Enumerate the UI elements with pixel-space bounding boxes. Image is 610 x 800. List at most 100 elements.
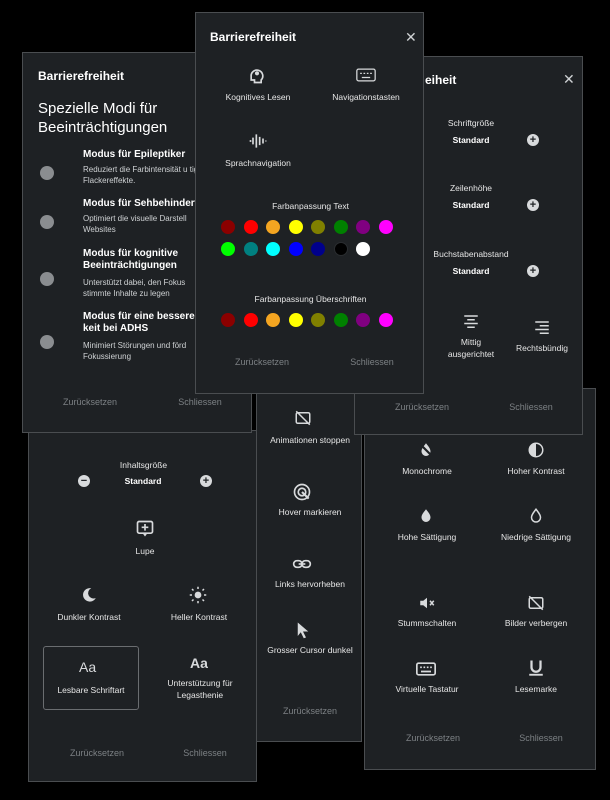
font-size-label: Schriftgröße xyxy=(447,118,495,128)
typography-close-button[interactable]: Schliessen xyxy=(509,402,553,412)
text-color-swatch-5[interactable] xyxy=(311,220,325,234)
voice-navigation-icon xyxy=(248,131,268,151)
heading-color-swatch-5[interactable] xyxy=(311,313,325,327)
item-mute[interactable]: Stummschalten xyxy=(397,618,457,628)
text-color-swatch-10[interactable] xyxy=(243,242,258,256)
dyslexia-font-icon: Aa xyxy=(190,655,208,671)
item-readable-font[interactable]: Lesbare Schriftart xyxy=(57,685,125,695)
item-cognitive-reading[interactable]: Kognitives Lesen xyxy=(225,92,291,102)
right-bottom-reset-button[interactable]: Zurücksetzen xyxy=(405,733,461,743)
line-height-label: Zeilenhöhe xyxy=(449,183,493,193)
hide-images-icon xyxy=(527,594,545,612)
typography-reset-button[interactable]: Zurücksetzen xyxy=(394,402,450,412)
item-highlight-links[interactable]: Links hervorheben xyxy=(275,579,345,589)
content-size-label: Inhaltsgröße xyxy=(119,460,168,470)
monochrome-icon xyxy=(417,441,435,459)
text-color-swatch-7[interactable] xyxy=(356,220,370,234)
mode-cognitive-desc: Unterstützt dabei, den Fokus stimmte Inh… xyxy=(83,278,186,298)
close-icon[interactable]: ✕ xyxy=(405,29,417,45)
front-close-button[interactable]: Schliessen xyxy=(350,357,394,367)
content-size-minus-button[interactable]: − xyxy=(78,475,90,487)
right-bottom-close-button[interactable]: Schliessen xyxy=(519,733,563,743)
text-color-swatch-4[interactable] xyxy=(288,220,303,234)
reading-mask-icon xyxy=(527,658,545,678)
high-contrast-icon xyxy=(527,441,545,459)
item-magnifier[interactable]: Lupe xyxy=(135,546,155,556)
content-size-reset-button[interactable]: Zurücksetzen xyxy=(69,748,125,758)
hover-highlight-icon xyxy=(292,482,312,502)
keyboard-icon xyxy=(416,661,436,677)
panel-front: Barrierefreiheit ✕ Kognitives Lesen Navi… xyxy=(195,12,424,394)
item-align-right[interactable]: Rechtsbündig xyxy=(516,343,568,353)
item-high-saturation[interactable]: Hohe Sättigung xyxy=(397,532,457,542)
item-reading-mask[interactable]: Lesemarke xyxy=(514,684,558,694)
text-color-swatch-3[interactable] xyxy=(266,220,280,234)
text-color-swatch-15[interactable] xyxy=(356,242,370,256)
modes-close-button[interactable]: Schliessen xyxy=(178,397,222,407)
content-size-plus-button[interactable]: + xyxy=(200,475,212,487)
item-monochrome[interactable]: Monochrome xyxy=(402,466,452,476)
text-color-swatch-6[interactable] xyxy=(333,220,348,234)
line-height-value: Standard xyxy=(452,200,490,210)
radio-cognitive[interactable] xyxy=(40,272,54,286)
item-stop-animations[interactable]: Animationen stoppen xyxy=(270,435,350,445)
mode-visual-impaired-title: Modus für Sehbehindert xyxy=(83,198,198,209)
front-reset-button[interactable]: Zurücksetzen xyxy=(234,357,290,367)
heading-color-swatch-6[interactable] xyxy=(333,313,348,327)
item-dyslexia-support[interactable]: Unterstützung für Legasthenie xyxy=(167,678,233,700)
item-hover-highlight[interactable]: Hover markieren xyxy=(278,507,342,517)
heading-color-label: Farbanpassung Überschriften xyxy=(254,294,367,304)
magnifier-icon xyxy=(135,519,155,539)
radio-adhd[interactable] xyxy=(40,335,54,349)
heading-color-swatch-1[interactable] xyxy=(221,313,235,327)
heading-color-swatch-8[interactable] xyxy=(378,313,393,327)
heading-color-swatch-7[interactable] xyxy=(356,313,370,327)
letter-spacing-label: Buchstabenabstand xyxy=(433,249,509,259)
close-icon[interactable]: ✕ xyxy=(563,71,575,87)
item-dark-contrast[interactable]: Dunkler Kontrast xyxy=(57,612,121,622)
mode-adhd-desc: Minimiert Störungen und förd Fokussierun… xyxy=(83,341,187,361)
item-voice-navigation[interactable]: Sprachnavigation xyxy=(225,158,291,168)
heading-color-swatch-4[interactable] xyxy=(288,313,303,327)
mode-visual-impaired-desc: Optimiert die visuelle Darstell Websites xyxy=(83,214,187,234)
item-navigation-keys[interactable]: Navigationstasten xyxy=(332,92,400,102)
font-size-plus-button[interactable]: + xyxy=(527,134,539,146)
text-color-swatch-2[interactable] xyxy=(243,220,258,234)
text-color-swatch-12[interactable] xyxy=(288,242,303,256)
item-virtual-keyboard[interactable]: Virtuelle Tastatur xyxy=(395,684,459,694)
modes-reset-button[interactable]: Zurücksetzen xyxy=(62,397,118,407)
heading-color-swatch-2[interactable] xyxy=(243,313,258,327)
item-align-center[interactable]: Mittig ausgerichtet xyxy=(447,337,495,359)
middle-reset-button[interactable]: Zurücksetzen xyxy=(282,706,338,716)
line-height-plus-button[interactable]: + xyxy=(527,199,539,211)
item-hide-images[interactable]: Bilder verbergen xyxy=(504,618,568,628)
item-light-contrast[interactable]: Heller Kontrast xyxy=(170,612,228,622)
modes-panel-title: Barrierefreiheit xyxy=(38,69,125,83)
text-color-swatch-8[interactable] xyxy=(378,220,393,234)
typography-panel-title: eiheit xyxy=(425,73,457,87)
item-large-cursor-dark[interactable]: Grosser Cursor dunkel xyxy=(267,645,353,655)
radio-visual-impaired[interactable] xyxy=(40,215,54,229)
text-color-swatch-13[interactable] xyxy=(311,242,325,256)
text-color-swatch-14[interactable] xyxy=(333,242,348,256)
readable-font-card[interactable] xyxy=(43,646,139,710)
item-high-contrast[interactable]: Hoher Kontrast xyxy=(507,466,565,476)
heading-color-swatch-3[interactable] xyxy=(266,313,280,327)
letter-spacing-plus-button[interactable]: + xyxy=(527,265,539,277)
readable-font-icon: Aa xyxy=(79,659,97,675)
text-color-swatch-9[interactable] xyxy=(221,242,235,256)
text-color-swatch-1[interactable] xyxy=(221,220,235,234)
radio-epilepsy[interactable] xyxy=(40,166,54,180)
text-color-label: Farbanpassung Text xyxy=(272,201,349,211)
content-size-close-button[interactable]: Schliessen xyxy=(183,748,227,758)
panel-right-bottom: Monochrome Hoher Kontrast Hohe Sättigung… xyxy=(364,388,596,770)
front-panel-title: Barrierefreiheit xyxy=(210,30,297,44)
item-low-saturation[interactable]: Niedrige Sättigung xyxy=(501,532,571,542)
sun-icon xyxy=(189,586,207,604)
text-color-swatch-11[interactable] xyxy=(266,242,280,256)
modes-heading: Spezielle Modi für Beeinträchtigungen xyxy=(38,100,168,136)
letter-spacing-value: Standard xyxy=(452,266,490,276)
align-center-icon xyxy=(462,313,480,331)
align-right-icon xyxy=(533,319,551,337)
moon-icon xyxy=(80,586,98,604)
